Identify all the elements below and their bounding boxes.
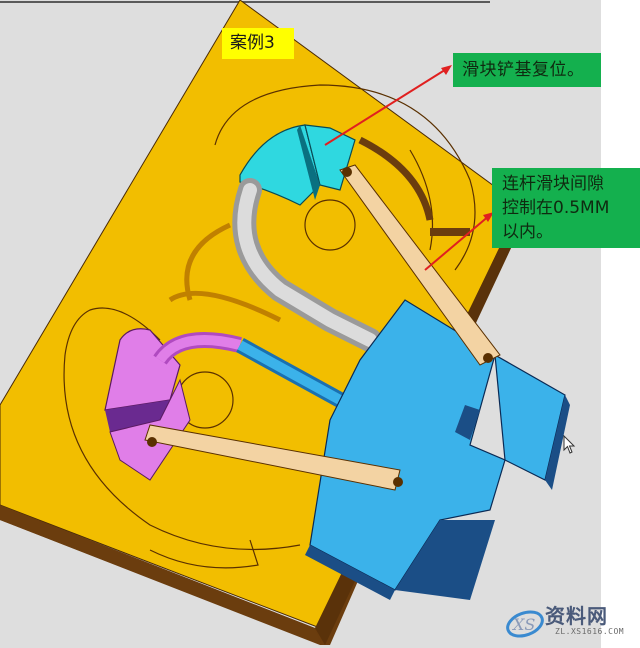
callout-text-line-1: 连杆滑块间隙 (502, 174, 604, 194)
plate-front-side (0, 505, 322, 645)
watermark-title: 资料网 (545, 604, 608, 628)
callout-link-clearance: 连杆滑块间隙 控制在0.5MM 以内。 (492, 168, 640, 248)
mold-model-3d[interactable] (0, 0, 601, 648)
page-margin (601, 0, 640, 648)
watermark: XS 资料网 ZL.XS1616.COM (505, 598, 637, 646)
case-label: 案例3 (222, 28, 294, 59)
callout-text-line-2: 控制在0.5MM (502, 198, 610, 218)
callout-text-line-3: 以内。 (502, 222, 553, 242)
viewport-top-border (0, 1, 490, 3)
upper-link-arm (339, 164, 501, 366)
cad-viewport[interactable]: 案例3 滑块铲基复位。 (0, 0, 601, 648)
callout-text: 滑块铲基复位。 (462, 60, 585, 80)
mouse-cursor-icon (563, 435, 576, 454)
xs-logo-icon: XS (506, 610, 544, 638)
arrow-link-clearance (424, 214, 491, 271)
svg-text:XS: XS (511, 615, 535, 634)
lower-link-arm (144, 424, 401, 491)
callout-slider-reset: 滑块铲基复位。 (453, 53, 601, 87)
watermark-url: ZL.XS1616.COM (555, 627, 625, 636)
arrow-slider-reset (324, 67, 449, 146)
